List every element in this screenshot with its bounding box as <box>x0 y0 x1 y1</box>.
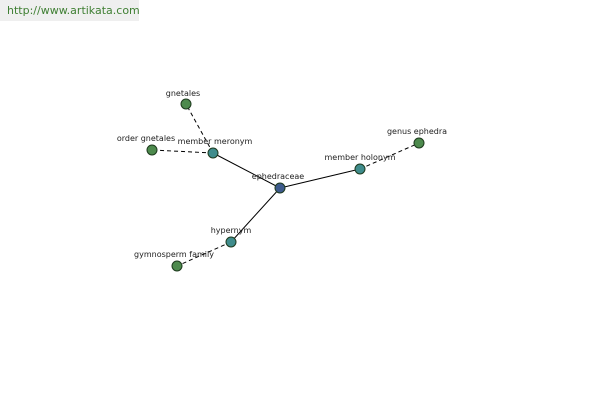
edge-member-meronym <box>212 152 281 189</box>
label-gymnosperm-family[interactable]: gymnosperm family <box>134 250 214 259</box>
node-member-holonym[interactable] <box>354 163 366 175</box>
edge-member-holonym <box>279 168 361 189</box>
site-url-link[interactable]: http://www.artikata.com <box>7 4 140 17</box>
label-genus-ephedra[interactable]: genus ephedra <box>387 127 447 136</box>
label-ephedraceae[interactable]: ephedraceae <box>252 172 304 181</box>
node-member-meronym[interactable] <box>207 147 219 159</box>
graph-labels: ephedraceae member meronym member holonym h… <box>117 89 447 259</box>
graph-edges <box>151 103 420 267</box>
url-banner: http://www.artikata.com <box>0 0 140 21</box>
label-gnetales[interactable]: gnetales <box>166 89 200 98</box>
node-gymnosperm-family[interactable] <box>171 260 183 272</box>
node-gnetales[interactable] <box>180 98 192 110</box>
node-order-gnetales[interactable] <box>146 144 158 156</box>
edge-hypernym <box>230 187 281 243</box>
node-ephedraceae[interactable] <box>274 182 286 194</box>
label-member-meronym[interactable]: member meronym <box>178 137 253 146</box>
label-hypernym[interactable]: hypernym <box>211 226 252 235</box>
edge-order-gnetales <box>151 149 214 154</box>
node-genus-ephedra[interactable] <box>413 137 425 149</box>
label-order-gnetales[interactable]: order gnetales <box>117 134 175 143</box>
node-hypernym[interactable] <box>225 236 237 248</box>
edge-genus-ephedra <box>359 142 420 170</box>
edge-gnetales <box>185 103 214 154</box>
label-member-holonym[interactable]: member holonym <box>324 153 395 162</box>
edge-gymnosperm-family <box>176 241 232 267</box>
graph-nodes <box>146 98 425 272</box>
